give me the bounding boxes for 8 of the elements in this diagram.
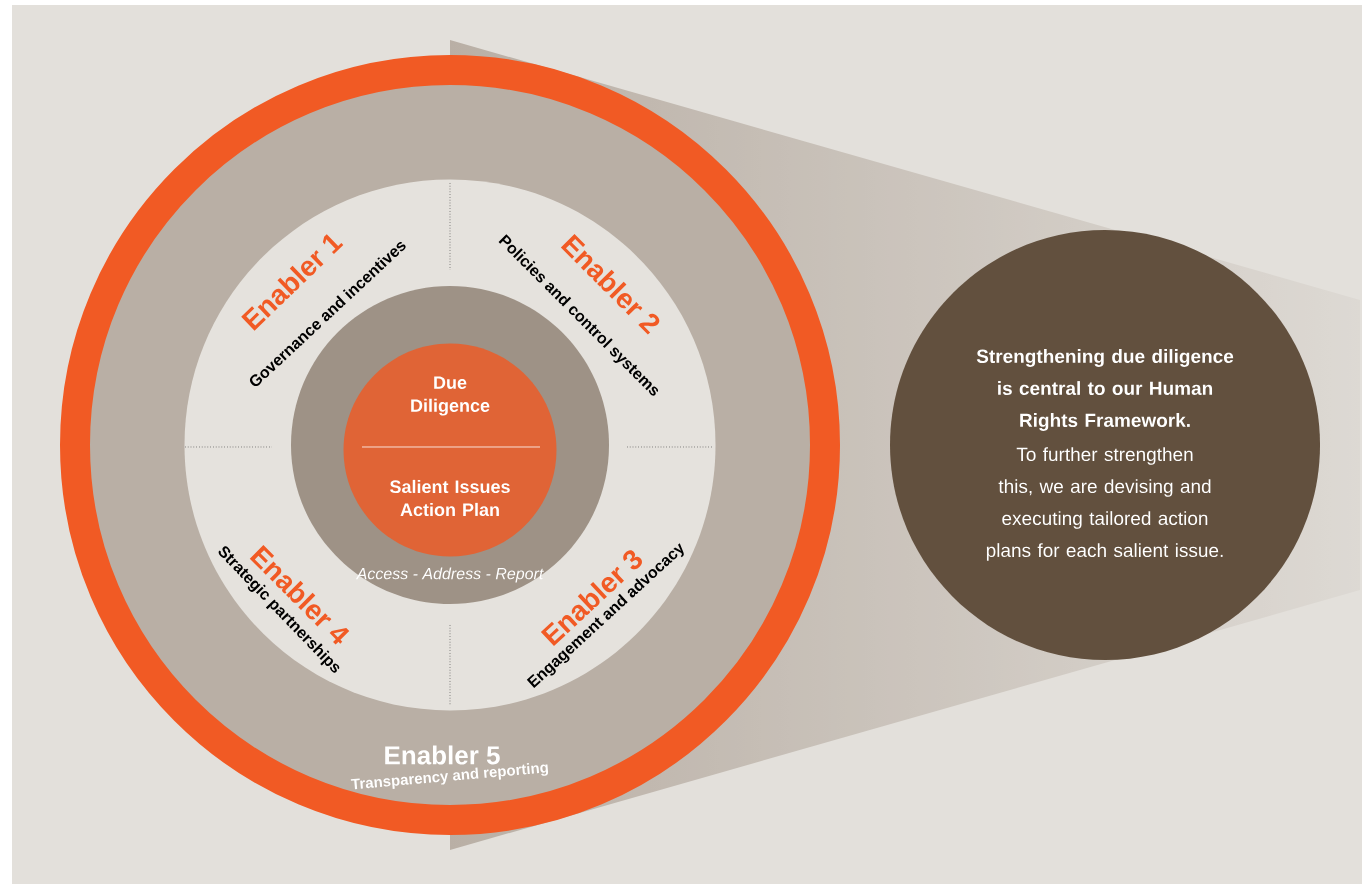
callout-text: To further strengthen this, we are devising and executing tailored action plans for each salient issue. <box>986 447 1223 561</box>
callout-circle <box>890 230 1320 660</box>
enabler-title: Enabler 5 <box>385 745 500 765</box>
enabler-description: Transparency and reporting <box>350 763 549 790</box>
centre-circle <box>343 343 557 557</box>
callout-heading: Strengthening due diligence is central to our Human Rights Framework. <box>976 349 1234 431</box>
circle-label: Salient Issues Action Plan <box>390 479 510 517</box>
circle-label: Due Diligence <box>411 376 490 416</box>
